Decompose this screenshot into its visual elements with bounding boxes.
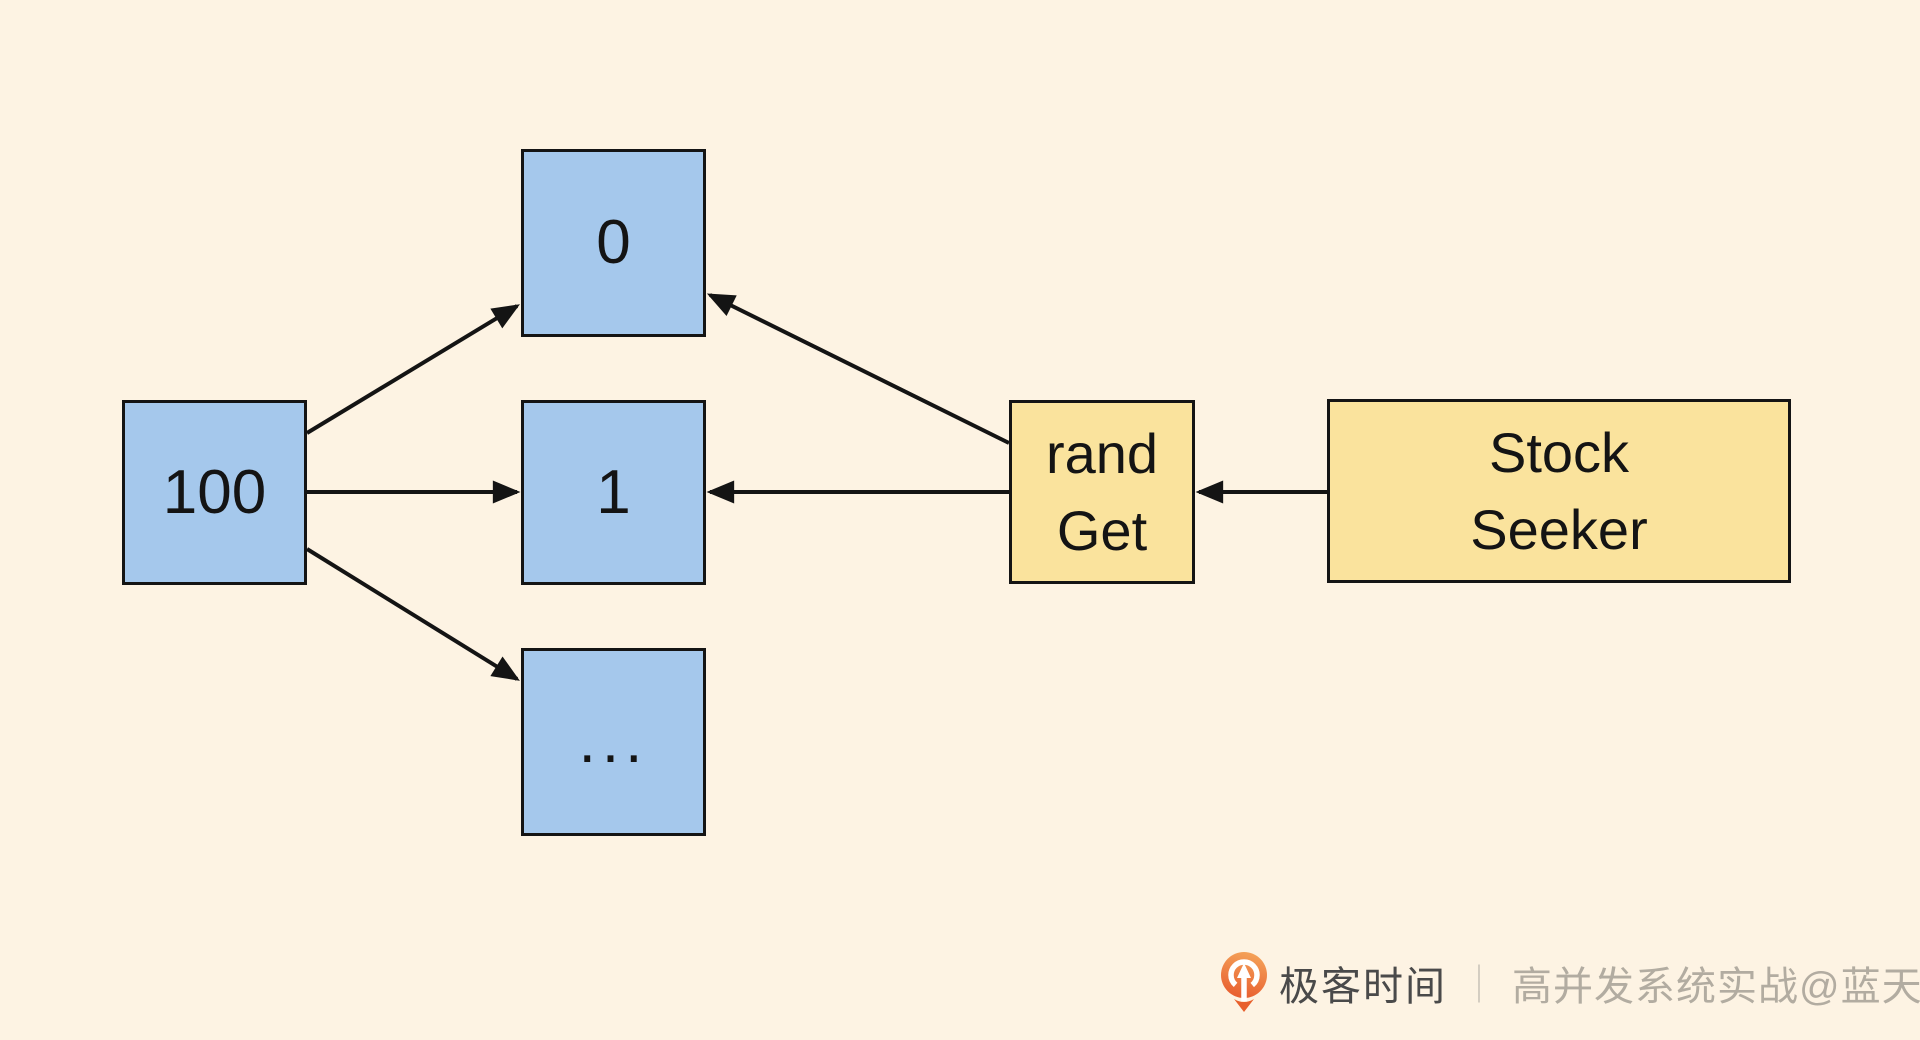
node-shard-1-label: 1 [596,457,631,527]
node-rand-get: rand Get [1009,400,1195,584]
edge-rand-get-to-shard0 [706,293,1010,445]
node-shard-1: 1 [521,400,706,585]
node-shard-more-label: ... [578,707,649,777]
watermark-divider: ｜ [1460,964,1499,1007]
node-shard-0-label: 0 [596,208,631,278]
edge-requests-to-shard0 [305,304,520,435]
node-stock-seeker: Stock Seeker [1327,399,1791,583]
node-shard-0: 0 [521,149,706,337]
node-rand-get-label-line2: Get [1056,499,1148,562]
node-stock-seeker-label-line2: Seeker [1470,498,1648,561]
node-stock-seeker-label-line1: Stock [1488,420,1630,484]
geektime-logo-icon [1221,952,1267,1012]
node-requests-label: 100 [162,457,267,527]
watermark: 极客时间 ｜ 高并发系统实战@蓝天 [1220,948,1920,1018]
node-requests-100: 100 [122,400,307,585]
edge-requests-to-shard-more [305,547,520,681]
node-shard-more: ... [521,648,706,836]
node-rand-get-label-line1: rand [1045,421,1159,485]
watermark-credit-text: 高并发系统实战@蓝天 [1512,965,1920,1009]
watermark-brand-text: 极客时间 [1279,965,1447,1009]
